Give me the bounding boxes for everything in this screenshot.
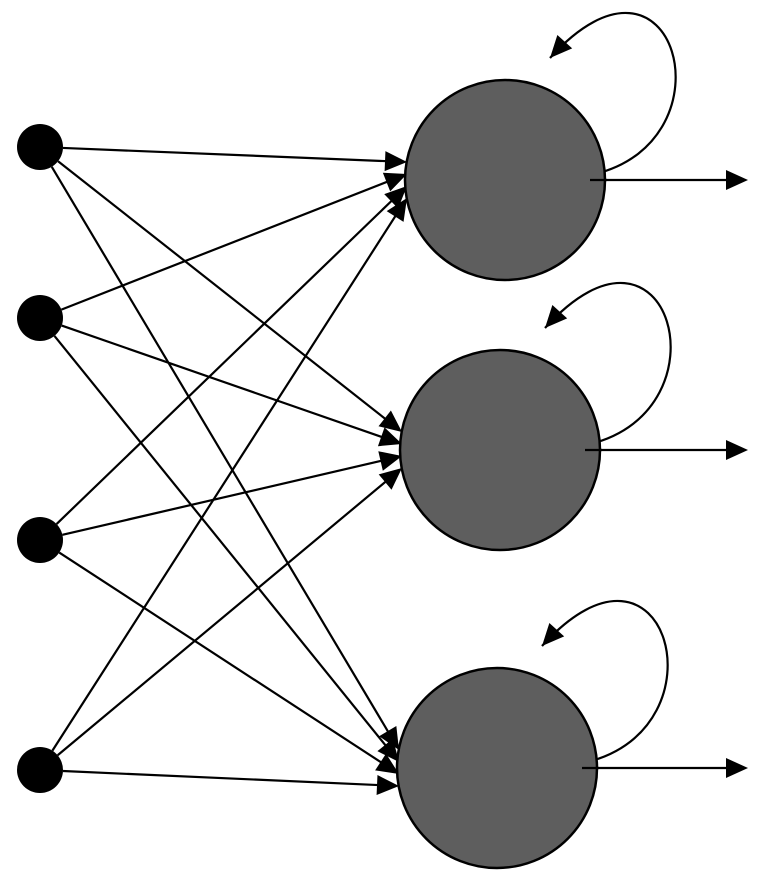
- edge-line-in2-out2: [61, 324, 386, 440]
- edge-arrowhead-in3-out2: [378, 451, 402, 471]
- edge-arrowhead-in2-out2: [377, 427, 402, 447]
- self-loop-layer: [541, 12, 677, 764]
- input-node-4: [17, 747, 63, 793]
- node-layer: [17, 78, 607, 870]
- edge-arrowhead-in4-out3: [376, 775, 399, 796]
- output-node-2: [398, 348, 602, 552]
- output-node-1: [403, 78, 607, 282]
- output-exit-arrowhead-1: [726, 170, 748, 190]
- input-node-3: [17, 517, 63, 563]
- edge-arrowhead-in4-out1: [386, 198, 407, 222]
- edge-arrowhead-in1-out2: [378, 410, 402, 432]
- self-loop-arrowhead-out3: [542, 622, 565, 646]
- edge-line-in3-out1: [55, 197, 395, 525]
- edge-line-in2-out3: [53, 335, 389, 749]
- edge-arrowhead-in4-out2: [378, 468, 402, 490]
- edge-line-in3-out3: [58, 551, 385, 766]
- output-exit-arrowhead-2: [726, 440, 748, 460]
- output-exit-arrowhead-3: [726, 758, 748, 778]
- input-node-1: [17, 124, 63, 170]
- output-arrow-layer: [582, 170, 748, 778]
- edge-line-in1-out2: [57, 160, 389, 422]
- edge-line-in4-out2: [56, 478, 389, 757]
- edge-arrowhead-in3-out3: [375, 753, 399, 774]
- edge-arrowhead-in2-out3: [377, 738, 399, 762]
- input-node-2: [17, 295, 63, 341]
- edge-line-in2-out1: [61, 179, 391, 311]
- edge-line-in4-out1: [51, 212, 399, 752]
- edge-layer: [50, 146, 407, 796]
- edge-arrowhead-in2-out1: [382, 172, 407, 192]
- self-loop-curve-out3: [541, 600, 669, 764]
- self-loop-arrowhead-out2: [545, 304, 568, 328]
- edge-arrowhead-in3-out1: [384, 186, 407, 209]
- edge-line-in1-out1: [62, 146, 390, 163]
- edge-line-in4-out3: [62, 769, 382, 787]
- output-node-3: [395, 666, 599, 870]
- edge-line-in1-out3: [50, 166, 391, 736]
- self-loop-curve-out2: [544, 282, 672, 446]
- self-loop-arrowhead-out1: [550, 34, 573, 58]
- edge-line-in3-out2: [62, 458, 385, 536]
- edge-arrowhead-in1-out1: [384, 151, 407, 172]
- self-loop-curve-out1: [549, 12, 677, 176]
